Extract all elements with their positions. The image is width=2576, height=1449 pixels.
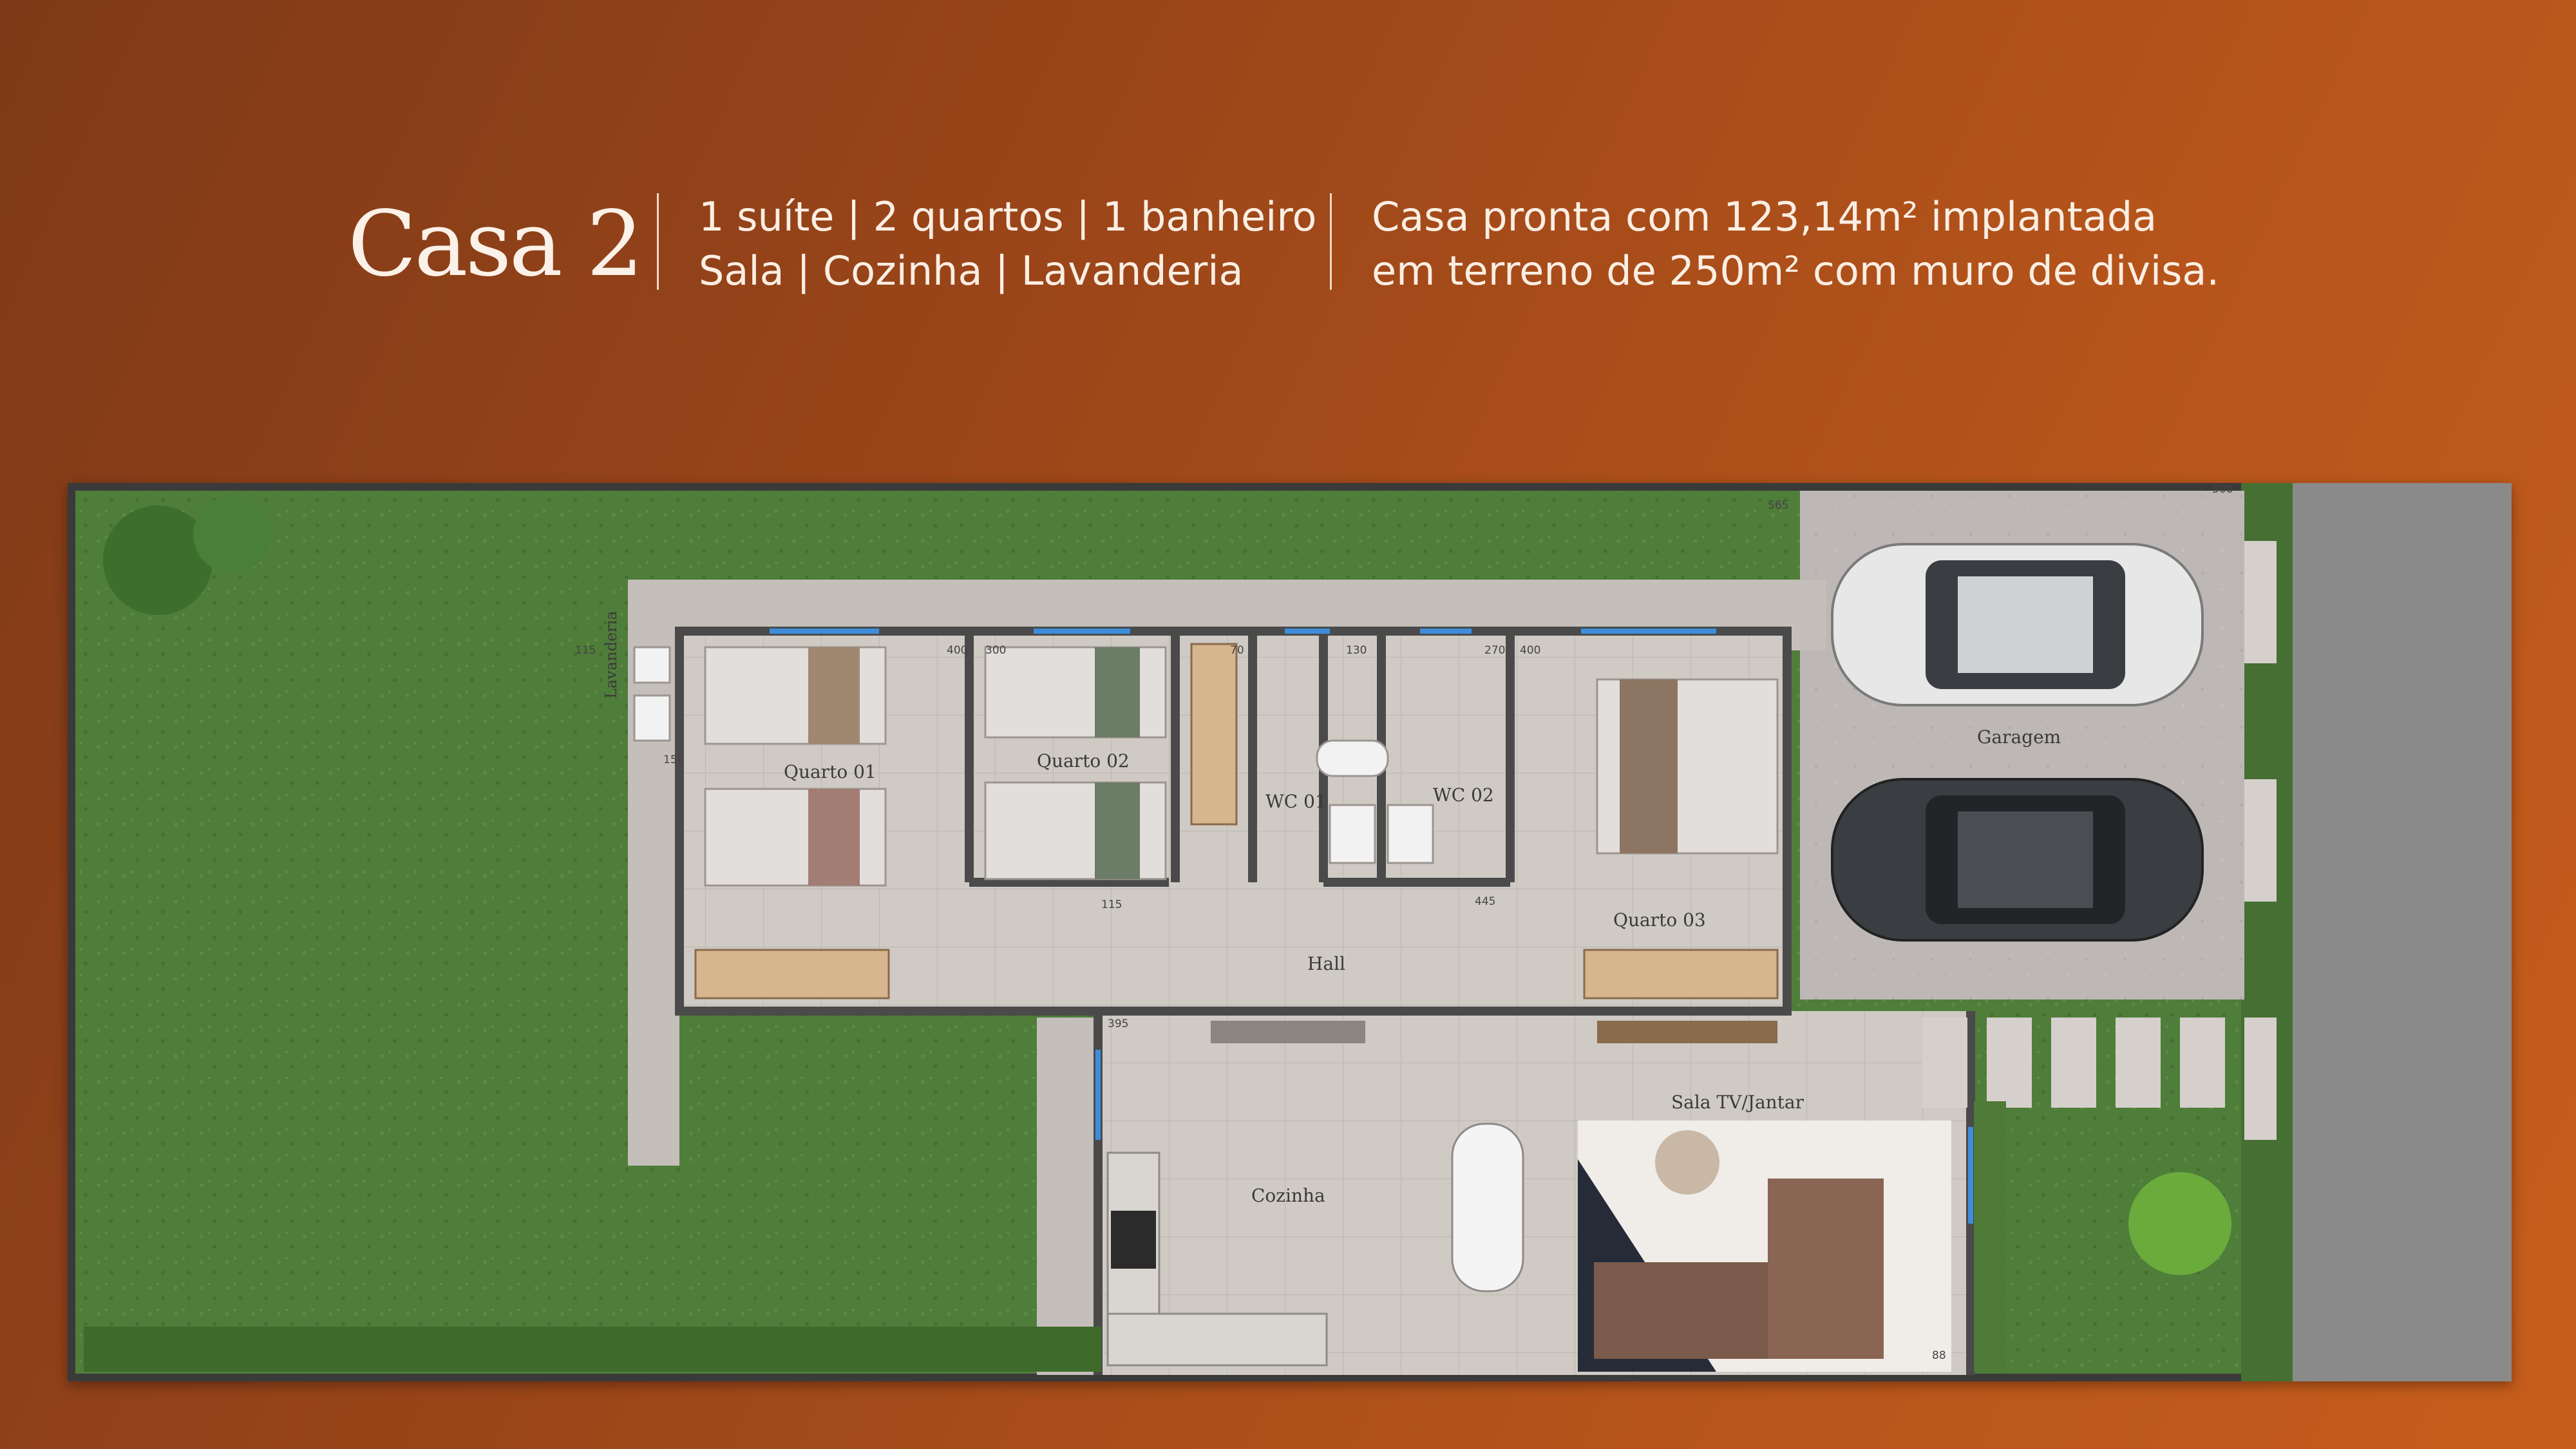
cooktop [1111,1211,1156,1269]
dimension-395: 395 [1108,1018,1129,1030]
wc02-sink [1387,804,1434,864]
street [2293,483,2512,1381]
armchair [1768,1179,1884,1359]
shrub-tree [2128,1172,2231,1275]
dimension-70: 70 [1230,644,1244,657]
house-description: Casa pronta com 123,14m² implantada em t… [1372,190,2219,298]
wc01-toilet [1316,739,1389,777]
dimension-115-q02: 115 [1101,898,1122,911]
room-label-wc-02: WC 02 [1433,784,1494,806]
laundry-machine [633,646,671,684]
room-label-quarto-03: Quarto 03 [1613,909,1706,931]
room-label-sala: Sala TV/Jantar [1671,1092,1804,1113]
hedge-side [1974,1101,2006,1372]
floor-plan: Lavanderia Quarto 01 Quarto 02 WC 01 WC … [68,483,2512,1381]
room-label-wc-01: WC 01 [1265,791,1327,812]
dimension-270: 270 [1484,644,1506,657]
car-black [1831,778,2204,942]
rooms-line-1: 1 suíte | 2 quartos | 1 banheiro [699,193,1317,240]
room-label-hall: Hall [1307,953,1346,974]
room-label-garagem: Garagem [1977,726,2061,748]
dimension-130: 130 [1346,644,1367,657]
description-line-1: Casa pronta com 123,14m² implantada [1372,193,2157,240]
kitchen-bench [1211,1021,1365,1043]
side-paving [1037,1018,1098,1375]
divider-1 [657,193,659,290]
dimension-400-q03: 400 [1520,644,1541,657]
kitchen-counter-bottom [1106,1312,1328,1367]
dimension-445: 445 [1475,895,1496,908]
dimension-500: 500 [2212,483,2233,496]
hedge-bottom [84,1327,1101,1372]
divider-2 [1330,193,1332,290]
rooms-summary: 1 suíte | 2 quartos | 1 banheiro Sala | … [699,190,1316,298]
rooms-line-2: Sala | Cozinha | Lavanderia [699,247,1244,294]
description-line-2: em terreno de 250m² com muro de divisa. [1372,247,2220,294]
outer-wall [675,627,1792,1016]
room-label-quarto-01: Quarto 01 [784,761,876,782]
tv-panel [1597,1021,1777,1043]
dimension-300: 300 [985,644,1007,657]
coffee-table [1655,1130,1719,1195]
dimension-565: 565 [1768,499,1789,512]
dimension-115-laundry: 115 [575,644,596,657]
wardrobe-q02 [1190,643,1238,826]
room-label-cozinha: Cozinha [1251,1185,1325,1206]
wardrobe-q03 [1583,949,1779,999]
dining-table [1451,1122,1524,1293]
palm-tree [103,496,270,615]
room-label-lavanderia: Lavanderia [602,611,620,699]
floor-plan-drawing [75,483,2512,1381]
room-label-quarto-02: Quarto 02 [1037,750,1130,772]
wc01-sink [1329,804,1376,864]
header: Casa 2 1 suíte | 2 quartos | 1 banheiro … [0,0,2576,451]
dimension-150: 150 [663,753,685,766]
wardrobe-q01 [694,949,890,999]
car-white [1831,543,2204,706]
dimension-88: 88 [1932,1349,1946,1362]
laundry-sink [633,694,671,742]
dimension-400-q01: 400 [947,644,968,657]
page-title: Casa 2 [348,192,643,297]
